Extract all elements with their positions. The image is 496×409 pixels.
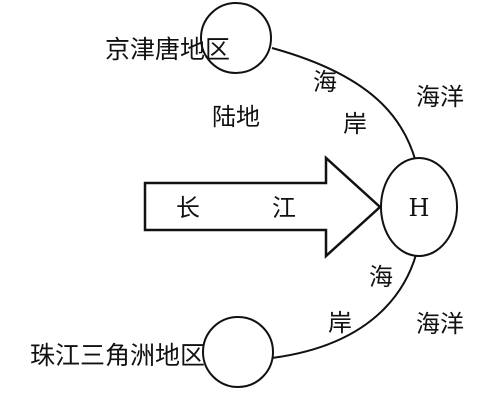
bottom-region-label: 珠江三角洲地区 (30, 341, 205, 370)
bottom-region-circle (202, 316, 274, 388)
coast-top-char-2: 岸 (343, 110, 367, 138)
top-region-label: 京津唐地区 (105, 35, 230, 64)
ocean-label-bottom: 海洋 (416, 310, 464, 338)
coast-top-char-1: 海 (313, 68, 337, 96)
land-label: 陆地 (212, 103, 260, 131)
yangtze-arrow (143, 155, 382, 259)
ocean-label-top: 海洋 (416, 83, 464, 111)
arrow-label-char-1: 长 (176, 194, 200, 222)
arrow-label-char-2: 江 (272, 194, 296, 222)
center-node-label: H (409, 194, 430, 222)
coast-bottom-char-2: 岸 (328, 309, 352, 337)
top-region-circle (200, 2, 272, 74)
coast-bottom-char-1: 海 (369, 263, 393, 291)
